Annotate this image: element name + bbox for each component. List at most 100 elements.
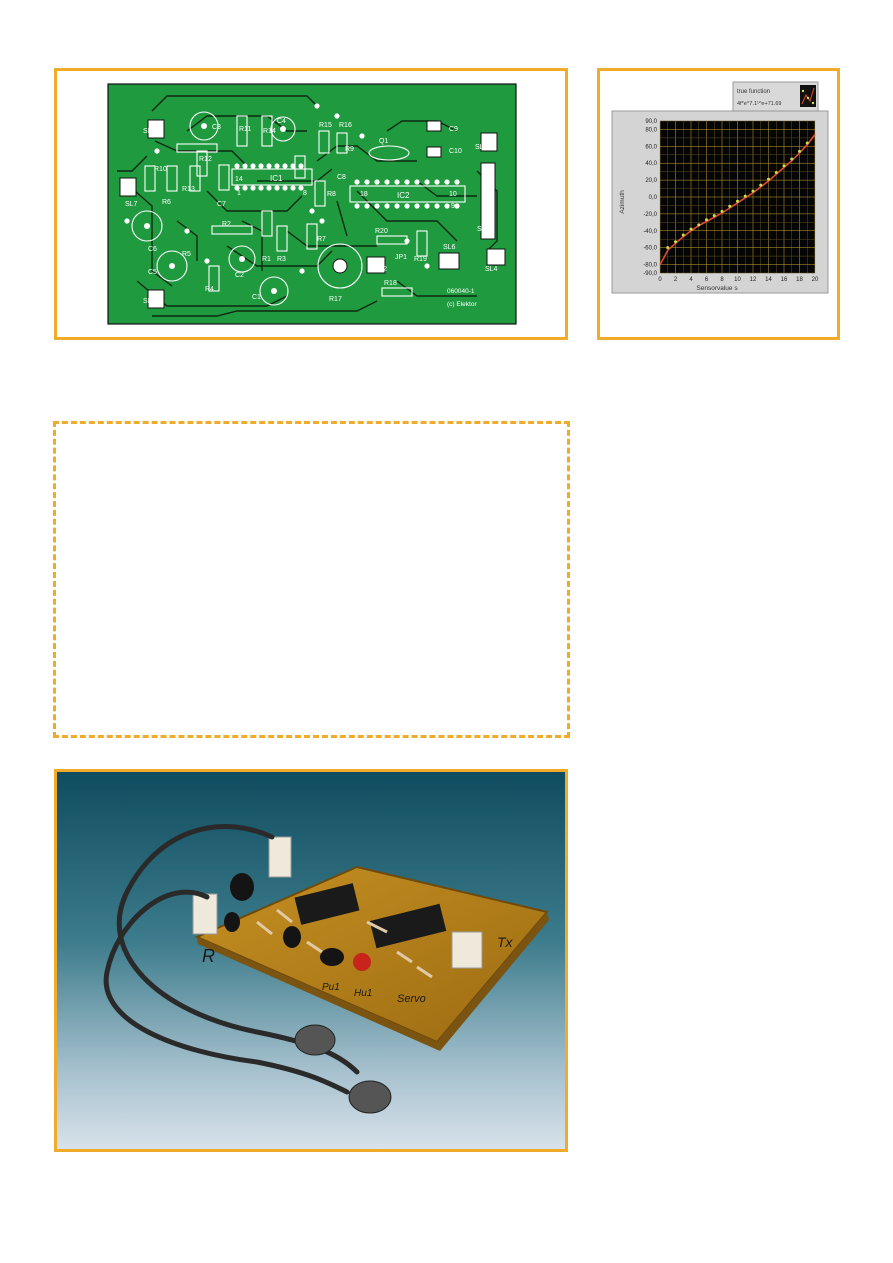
pcb-label-jp2: JP2 (375, 266, 387, 273)
photo-label-pot2: Hu1 (354, 988, 372, 999)
pcb-label-r16: R16 (339, 122, 352, 129)
chart-marker (751, 189, 755, 193)
y-tick-label: -60,0 (643, 246, 657, 252)
photo-microphones (294, 1024, 392, 1114)
y-tick-label: 60,0 (645, 144, 657, 150)
pcb-label-pin14: 14 (235, 176, 243, 183)
pcb-label-r5: R5 (182, 251, 191, 258)
x-tick-label: 2 (674, 277, 678, 283)
pcb-label-r6: R6 (162, 199, 171, 206)
pcb-label-c7: C7 (217, 201, 226, 208)
photo-label-pot1: Pu1 (322, 982, 340, 993)
pcb-board-id: 060040-1 (447, 288, 475, 295)
pcb-label-sl2: SL2 (143, 128, 156, 135)
pcb-label-sl3: SL3 (477, 226, 490, 233)
chart-marker (736, 199, 739, 203)
pcb-label-jp1: JP1 (395, 254, 407, 261)
chart-markers (666, 141, 809, 250)
legend-title: true function (737, 89, 770, 95)
pcb-layout-figure: IC1 IC2 Q1 C1 C2 C3 C4 C5 C6 C7 C8 C9 C1… (54, 68, 568, 340)
x-tick-label: 20 (812, 277, 819, 283)
azimuth-chart-figure: true function 4f*e^7.1¹^e+71.69 90,0 8 0,0… (597, 68, 840, 340)
chart-marker (674, 240, 677, 244)
chart-marker (774, 171, 778, 175)
pcb-label-r14: R14 (263, 128, 276, 135)
photo-capacitors (224, 873, 371, 971)
pcb-silkscreen (131, 111, 466, 306)
pcb-label-ic2: IC2 (397, 191, 410, 200)
chart-marker (705, 218, 708, 222)
x-axis-label: Sensorvalue s (696, 285, 738, 292)
x-tick-label: 0 (658, 277, 662, 283)
pcb-label-sl6: SL6 (443, 244, 456, 251)
pcb-label-c1: C1 (252, 294, 261, 301)
pcb-label-c8: C8 (337, 174, 346, 181)
pcb-label-r10: R10 (154, 166, 167, 173)
pcb-label-r12: R12 (199, 156, 212, 163)
x-tick-label: 16 (781, 277, 788, 283)
pcb-label-pin8: 8 (303, 190, 307, 197)
pcb-label-ic1: IC1 (270, 174, 283, 183)
pcb-label-c5: C5 (148, 269, 157, 276)
photo-label-tx: Tx (497, 934, 514, 950)
pcb-label-pin9: 9 (451, 203, 455, 210)
pcb-pads (119, 103, 506, 309)
pcb-label-sl5: SL5 (475, 144, 488, 151)
y-tick-label: -40,0 (643, 229, 657, 235)
chart-marker (728, 204, 732, 208)
chart-marker (805, 141, 809, 145)
circuit-board-photo: R Tx Servo Pu1 Hu1 (54, 769, 568, 1152)
photo-ics (294, 883, 447, 949)
photo-label-r: R (202, 946, 215, 966)
x-tick-label: 12 (750, 277, 757, 283)
legend-marker-samples (801, 89, 815, 105)
chart-marker (759, 183, 763, 187)
x-tick-label: 8 (720, 277, 724, 283)
chart-marker (666, 246, 670, 250)
y-tick-label: 90,0 (645, 119, 657, 125)
chart-marker (798, 149, 801, 153)
chart-marker (782, 164, 786, 168)
pcb-label-c3: C3 (212, 124, 221, 131)
pcb-copyright: (c) Elektor (447, 301, 477, 308)
pcb-labels: IC1 IC2 Q1 C1 C2 C3 C4 C5 C6 C7 C8 C9 C1… (125, 118, 498, 308)
pcb-trimmer (332, 258, 348, 274)
pcb-label-sl1: SL1 (143, 298, 156, 305)
pcb-label-pin18: 18 (360, 191, 368, 198)
y-tick-label: 0,0 (649, 195, 658, 201)
y-axis-ticks: 90,080,060,040,020,00,0-20,0-40,0-60,0-8… (643, 119, 657, 277)
y-tick-label: -90,0 (643, 271, 657, 277)
empty-dashed-box (53, 421, 570, 738)
pcb-label-c4: C4 (277, 118, 286, 125)
chart-marker (720, 209, 724, 213)
legend-formula: 4f*e^7.1¹^e+71.69 (737, 101, 781, 107)
chart-marker (767, 177, 770, 181)
chart-grid (659, 120, 816, 274)
photo-label-servo: Servo (397, 993, 426, 1005)
chart-series-line (659, 134, 816, 265)
pcb-label-r20: R20 (375, 228, 388, 235)
pcb-label-r1: R1 (262, 256, 271, 263)
y-tick-label: -20,0 (643, 212, 657, 218)
pcb-label-pin1: 1 (237, 190, 241, 197)
pcb-label-r7: R7 (317, 236, 326, 243)
pcb-label-r9: R9 (345, 146, 354, 153)
photo-handwritten-labels: R Tx Servo Pu1 Hu1 (202, 934, 514, 1005)
pcb-label-r8: R8 (327, 191, 336, 198)
y-tick-label: -80,0 (643, 263, 657, 269)
chart-marker (712, 214, 716, 218)
pcb-label-sl4: SL4 (485, 266, 498, 273)
pcb-label-r15: R15 (319, 122, 332, 129)
x-tick-label: 6 (705, 277, 709, 283)
pcb-label-r19: R19 (414, 256, 427, 263)
azimuth-chart: true function 4f*e^7.1¹^e+71.69 90,0 8 0,0… (611, 81, 829, 294)
photo-pcb-edge-front (197, 937, 440, 1051)
y-axis-label: Azimuth (619, 190, 626, 214)
photo-illustration: R Tx Servo Pu1 Hu1 (57, 772, 565, 1149)
pcb-label-r3: R3 (277, 256, 286, 263)
chart-marker (743, 194, 747, 198)
pcb-label-r13: R13 (182, 186, 195, 193)
pcb-label-sl7: SL7 (125, 201, 138, 208)
pcb-label-r4: R4 (205, 286, 214, 293)
